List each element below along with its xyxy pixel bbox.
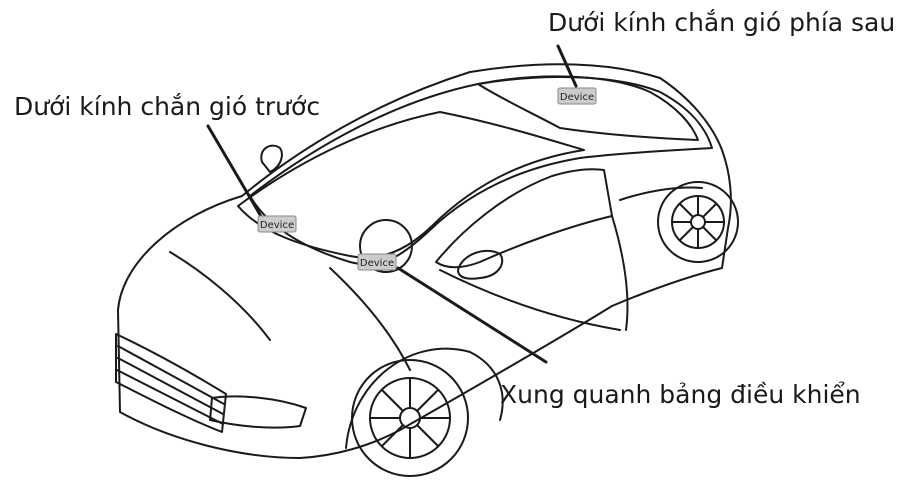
leader-line-rear — [556, 44, 578, 88]
headlight — [209, 395, 307, 429]
front-wheel — [351, 359, 469, 477]
door-lower-line — [439, 269, 621, 331]
rear-wheel — [657, 181, 739, 263]
right-mirror — [457, 249, 504, 280]
door-line — [611, 215, 629, 331]
svg-text:Device: Device — [560, 92, 594, 103]
hood-line-left — [169, 251, 271, 341]
windshield — [237, 111, 585, 259]
label-dashboard: Xung quanh bảng điều khiển — [500, 380, 861, 409]
device-tag-front: Device — [257, 215, 297, 233]
svg-text:Device: Device — [260, 220, 294, 231]
left-mirror — [260, 144, 283, 173]
hood-line-right — [329, 267, 411, 371]
leader-line-front — [206, 124, 264, 220]
side-intake — [619, 186, 703, 201]
side-window — [435, 168, 613, 269]
car-body-outline — [117, 63, 732, 459]
rear-window — [477, 75, 699, 141]
front-grille — [115, 333, 227, 433]
front-wheel-arch — [345, 347, 504, 449]
device-tag-rear: Device — [557, 87, 597, 105]
label-front-windshield: Dưới kính chắn gió trước — [14, 92, 321, 121]
label-rear-windshield: Dưới kính chắn gió phía sau — [548, 8, 896, 37]
steering-wheel — [359, 219, 413, 273]
svg-text:Device: Device — [360, 258, 394, 269]
device-tag-dashboard: Device — [357, 253, 397, 271]
leader-line-dashboard — [396, 266, 548, 364]
